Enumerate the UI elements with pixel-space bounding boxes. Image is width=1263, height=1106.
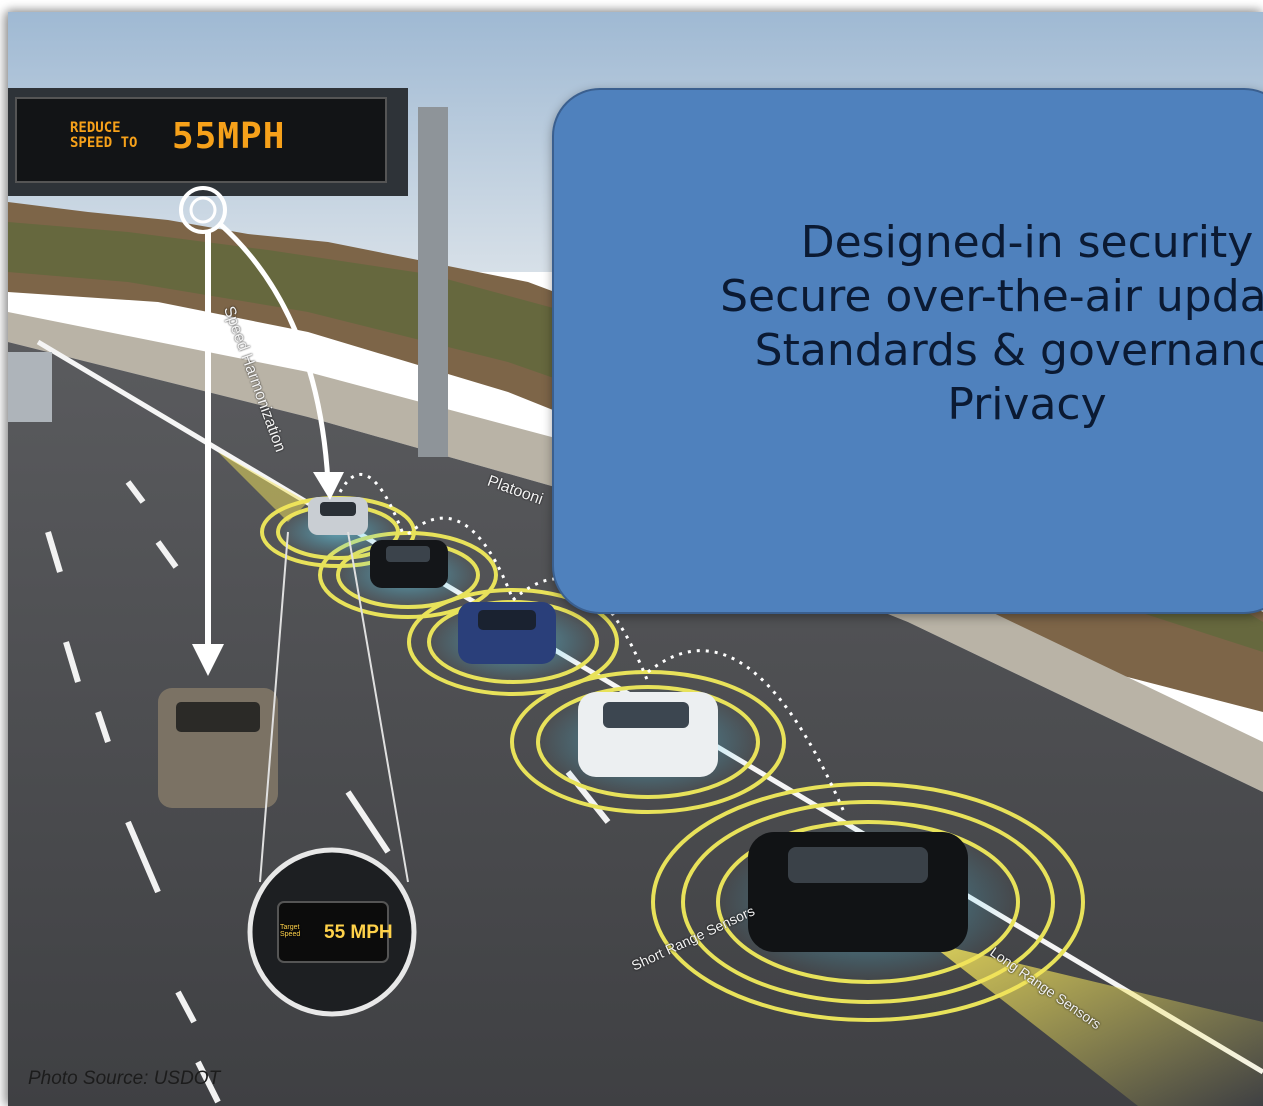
callout-line-privacy: Privacy: [947, 379, 1107, 430]
photo-credit: Photo Source: USDOT: [28, 1068, 221, 1089]
callout-line-standards: Standards & governance: [754, 325, 1263, 376]
truck: [8, 352, 52, 422]
dashboard-target-text: Target Speed: [280, 924, 301, 938]
car-1: [308, 497, 368, 535]
sign-speed-text: 55MPH: [172, 116, 286, 157]
callout-text: Designed-in security Secure over-the-air…: [554, 216, 1263, 432]
photo-frame: REDUCE SPEED TO 55MPH Speed Harmonizatio…: [8, 12, 1263, 1106]
callout-line-security: Designed-in security: [800, 217, 1254, 268]
dashboard-speed-text: 55 MPH: [324, 922, 393, 943]
suv: [158, 688, 278, 808]
callout-line-ota: Secure over-the-air updates: [720, 271, 1263, 322]
car-5: [748, 832, 968, 952]
sign-speedto-text: SPEED TO: [70, 135, 138, 151]
highway-scene: [8, 12, 1263, 1106]
car-3: [458, 602, 556, 664]
callout-box: Designed-in security Secure over-the-air…: [552, 88, 1263, 614]
sign-reduce-text: REDUCE: [70, 120, 121, 136]
car-2: [370, 540, 448, 588]
car-4: [578, 692, 718, 777]
